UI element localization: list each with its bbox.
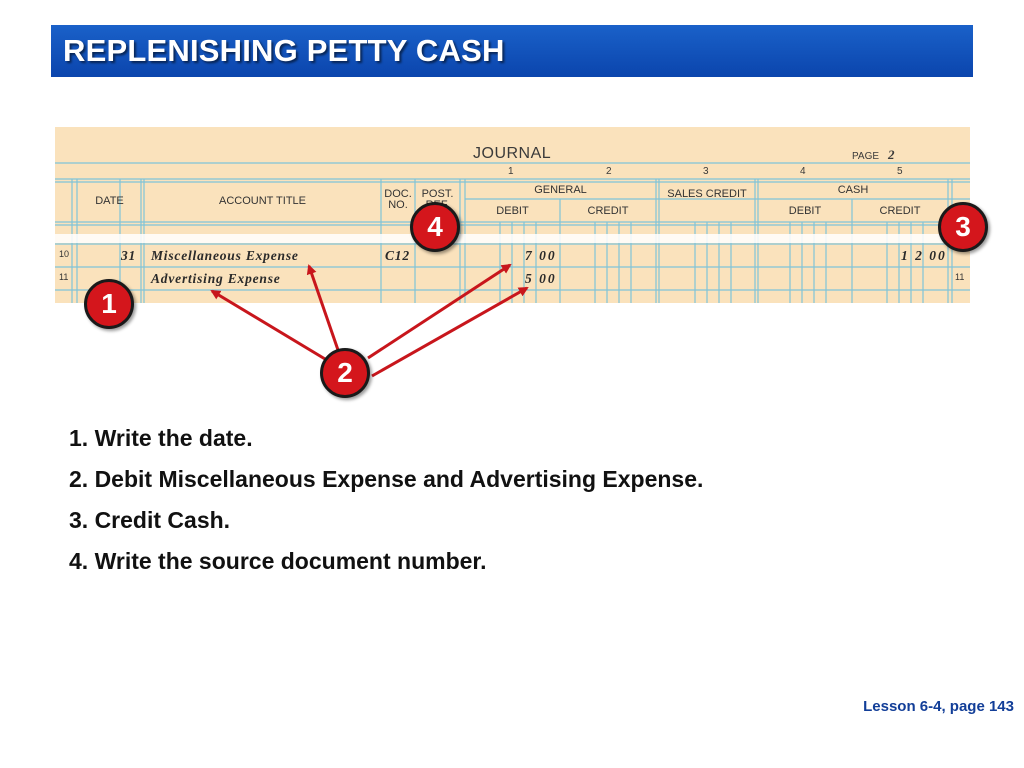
date-header: DATE	[95, 195, 124, 207]
column-number-4: 4	[800, 166, 806, 177]
journal-title: JOURNAL	[473, 145, 552, 162]
column-number-2: 2	[606, 166, 612, 177]
callout-1: 1	[84, 279, 134, 329]
arrow-to-miscellaneous-expense	[306, 264, 340, 351]
callout-3: 3	[938, 202, 988, 252]
sales-credit-header: SALES CREDIT	[667, 188, 747, 200]
column-number-5: 5	[897, 166, 903, 177]
step-item: 3. Credit Cash.	[69, 507, 231, 533]
step-item: 4. Write the source document number.	[69, 548, 487, 574]
row-doc: C12	[385, 248, 410, 263]
row-general-debit: 5 00	[525, 271, 557, 286]
row-cash-credit: 1 2 00	[901, 248, 947, 263]
general-header: GENERAL	[534, 184, 587, 196]
account-title-header: ACCOUNT TITLE	[219, 195, 306, 207]
callout-2: 2	[320, 348, 370, 398]
general-credit-header: CREDIT	[587, 205, 629, 217]
column-number-1: 1	[508, 166, 514, 177]
line-number-right: 11	[955, 272, 965, 282]
line-number: 11	[59, 272, 69, 282]
title-bar: REPLENISHING PETTY CASH	[51, 25, 973, 77]
arrow-to-debit-700	[367, 263, 512, 360]
journal-form: JOURNAL PAGE 2 1 2 3 4 5 DATE ACCOUNT TI…	[55, 127, 970, 303]
steps-list: 1. Write the date. 2. Debit Miscellaneou…	[69, 418, 703, 582]
arrow-to-debit-500	[371, 286, 529, 378]
row-account: Advertising Expense	[151, 271, 281, 286]
row-general-debit: 7 00	[525, 248, 557, 263]
column-number-3: 3	[703, 166, 709, 177]
doc-no-header: DOC. NO.	[384, 188, 412, 211]
row-account: Miscellaneous Expense	[151, 248, 299, 263]
page-label: PAGE	[852, 151, 880, 162]
step-item: 1. Write the date.	[69, 425, 253, 451]
slide-title: REPLENISHING PETTY CASH	[63, 33, 505, 68]
step-item: 2. Debit Miscellaneous Expense and Adver…	[69, 466, 704, 492]
callout-4: 4	[410, 202, 460, 252]
row-day: 31	[121, 248, 137, 263]
line-number: 10	[59, 249, 70, 259]
general-debit-header: DEBIT	[496, 205, 529, 217]
cash-debit-header: DEBIT	[788, 205, 822, 217]
cash-header: CASH	[837, 184, 869, 196]
lesson-reference: Lesson 6-4, page 143	[863, 698, 1014, 715]
journal-rulings	[55, 162, 970, 303]
page-number: 2	[888, 147, 895, 162]
arrow-to-advertising-expense	[210, 289, 331, 364]
cash-credit-header: CREDIT	[879, 205, 921, 217]
